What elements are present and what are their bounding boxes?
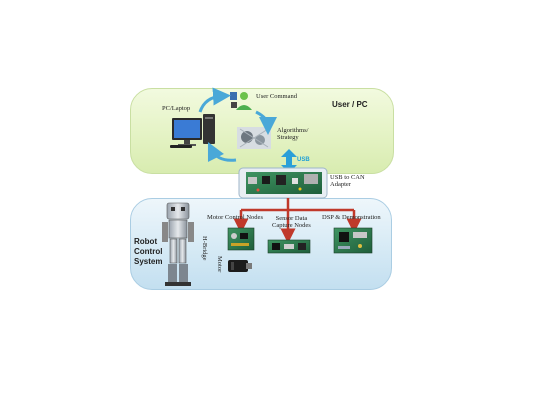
adapter-label-line1: USB to CAN <box>330 174 365 181</box>
pc-laptop-label: PC/Laptop <box>162 105 191 112</box>
robot-control-system-title: Robot Control System <box>134 237 162 267</box>
sensor-label-line1: Sensor Data <box>275 215 308 222</box>
user-command-label: User Command <box>256 93 297 100</box>
sensor-capture-node-board <box>267 239 311 254</box>
pc-monitor-icon <box>170 114 215 148</box>
usb-can-adapter-board <box>238 167 328 199</box>
can-bus <box>233 198 362 244</box>
robot-title-line3: System <box>134 257 163 266</box>
algorithm-strategy-icon <box>237 127 271 149</box>
dsp-demonstration-label: DSP & Demonstration <box>322 214 381 221</box>
algorithms-label-line1: Algorithms/ <box>277 127 309 134</box>
user-icon <box>230 92 252 110</box>
dsp-demonstration-board <box>333 227 373 254</box>
motor-control-node-board <box>227 227 255 251</box>
robot-title-line1: Robot <box>134 237 158 246</box>
motor-icon <box>228 260 252 272</box>
robot-figure <box>162 202 194 286</box>
algorithms-strategy-label: Algorithms/ Strategy <box>277 127 309 142</box>
adapter-label-line2: Adapter <box>330 180 351 188</box>
cycle-arrows <box>198 87 277 163</box>
h-bridge-label: H-Bridge <box>201 236 208 261</box>
motor-control-nodes-label: Motor Control Nodes <box>207 214 263 221</box>
sensor-capture-nodes-label: Sensor Data Capture Nodes <box>272 215 311 230</box>
motor-label: Motor <box>216 256 223 273</box>
algorithms-label-line2: Strategy <box>277 133 299 141</box>
usb-can-adapter-label: USB to CAN Adapter <box>330 174 365 189</box>
sensor-label-line2: Capture Nodes <box>272 221 311 229</box>
usb-label: USB <box>297 157 310 163</box>
robot-title-line2: Control <box>134 247 163 256</box>
user-pc-title: User / PC <box>332 100 368 109</box>
